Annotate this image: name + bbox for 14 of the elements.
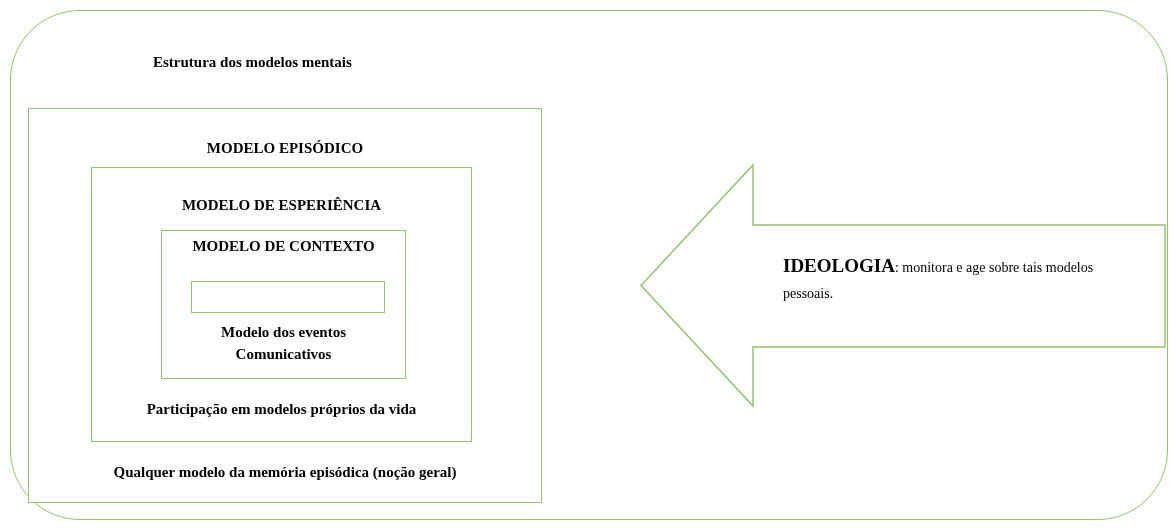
box-title: Estrutura dos modelos mentais <box>153 53 352 72</box>
box-description: Participação em modelos próprios da vida <box>145 400 418 419</box>
episodic-model-box <box>28 108 542 503</box>
box-title: MODELO DE CONTEXTO <box>191 237 376 256</box>
box-title: MODELO EPISÓDICO <box>205 139 365 158</box>
context-model-box <box>161 230 406 379</box>
box-description: Qualquer modelo da memória episódica (noção geral) <box>112 463 458 482</box>
ideology-arrow <box>641 165 1165 406</box>
description-text: IDEOLOGIA: monitora e age sobre tais modelos pessoais. <box>783 254 1095 303</box>
box-description: Modelo dos eventos Comunicativos <box>220 323 347 364</box>
outer-frame <box>10 10 1168 520</box>
box-title: MODELO DE ESPERIÊNCIA <box>180 196 383 215</box>
empty-box <box>191 281 385 313</box>
experience-model-box <box>91 167 472 442</box>
